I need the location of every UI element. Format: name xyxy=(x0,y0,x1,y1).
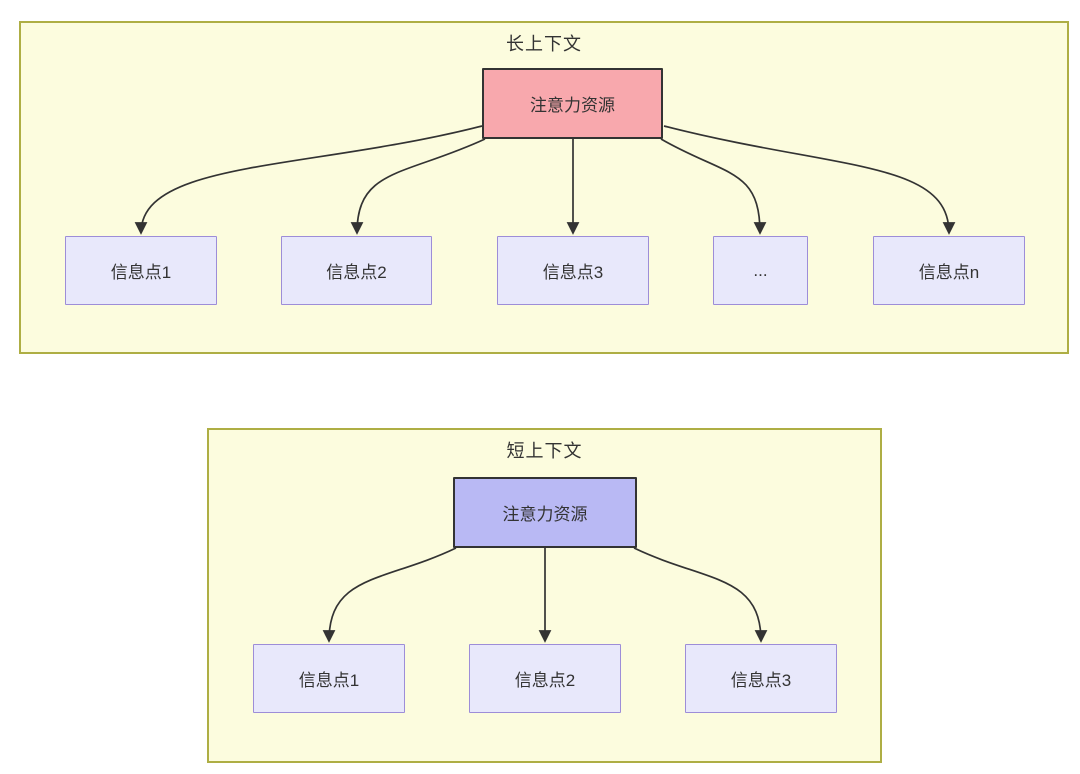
panel-long-context-title: 长上下文 xyxy=(506,34,582,54)
panel-short-context-title: 短上下文 xyxy=(506,441,583,461)
node-long-ellipsis: ... xyxy=(713,236,808,305)
node-long-info1: 信息点1 xyxy=(65,236,217,305)
node-short-info3: 信息点3 xyxy=(685,644,837,713)
node-attention-resource-short: 注意力资源 xyxy=(453,477,637,548)
node-short-info2: 信息点2 xyxy=(469,644,621,713)
node-long-infon: 信息点n xyxy=(873,236,1025,305)
node-attention-resource-long: 注意力资源 xyxy=(482,68,663,139)
node-long-info3: 信息点3 xyxy=(497,236,649,305)
node-short-info1: 信息点1 xyxy=(253,644,405,713)
node-long-info2: 信息点2 xyxy=(281,236,432,305)
